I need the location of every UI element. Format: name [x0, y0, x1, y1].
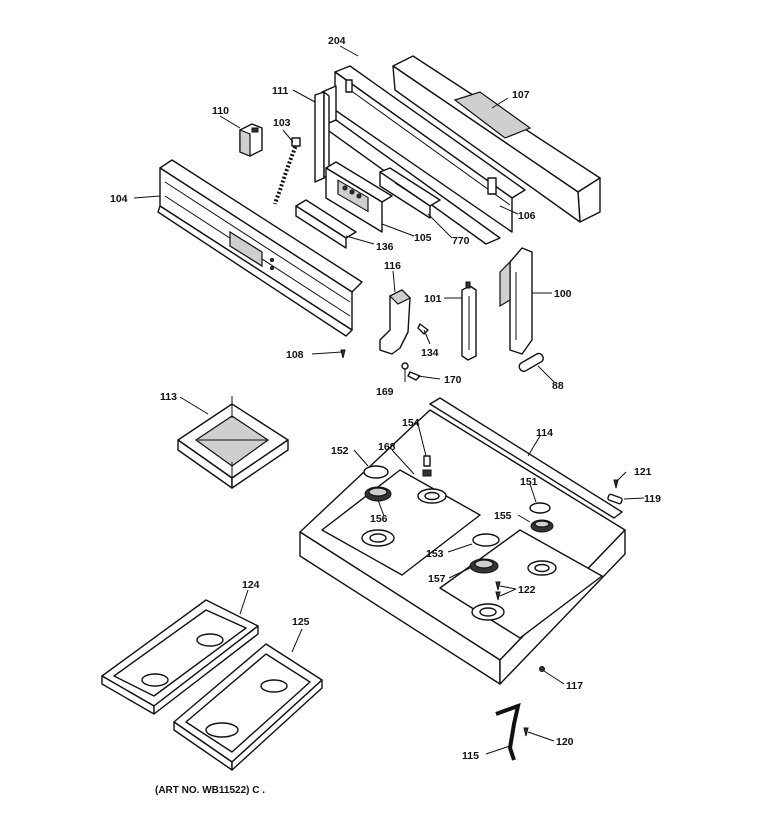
art-number: (ART NO. WB11522) C . [155, 785, 265, 796]
bracket-101 [461, 281, 477, 361]
bracket-100 [499, 247, 533, 355]
screw-121 [613, 479, 619, 489]
label-115: 115 [462, 750, 479, 762]
label-121: 121 [634, 466, 652, 478]
label-111: 111 [272, 85, 289, 97]
label-114: 114 [536, 427, 553, 439]
wire-harness-103 [273, 137, 301, 205]
label-106: 106 [518, 210, 536, 222]
label-110: 110 [212, 105, 229, 117]
burner-cap-153 [472, 533, 500, 547]
burner-cap-151 [529, 502, 551, 514]
cooktop-114 [299, 397, 626, 685]
screw-117 [539, 666, 545, 672]
label-113: 113 [160, 391, 177, 403]
label-101: 101 [424, 293, 442, 305]
label-168: 168 [378, 441, 396, 453]
label-155: 155 [494, 510, 512, 522]
label-770: 770 [452, 235, 470, 247]
screw-169 [401, 362, 409, 370]
label-125: 125 [292, 616, 310, 628]
screw-120 [523, 727, 529, 737]
label-104: 104 [110, 193, 128, 205]
label-122: 122 [518, 584, 536, 596]
label-107: 107 [512, 89, 530, 101]
label-136: 136 [376, 241, 394, 253]
leader-lines [133, 45, 645, 755]
end-cap-116 [379, 289, 412, 355]
screw-108 [340, 349, 346, 359]
spark-electrode-154 [422, 455, 432, 477]
label-124: 124 [242, 579, 260, 591]
label-108: 108 [286, 349, 304, 361]
electrodes-122 [495, 581, 501, 601]
clip-119 [607, 493, 623, 505]
bracket-115 [495, 702, 521, 761]
label-156: 156 [370, 513, 388, 525]
label-204: 204 [328, 35, 346, 47]
burner-grate-113 [177, 396, 289, 489]
label-154: 154 [402, 417, 420, 429]
label-116: 116 [384, 260, 401, 272]
label-120: 120 [556, 736, 574, 748]
burner-head-157 [469, 558, 499, 574]
drip-pan-124 [101, 599, 259, 715]
label-134: 134 [421, 347, 439, 359]
top-trim-107 [392, 55, 601, 223]
label-119: 119 [644, 493, 661, 505]
burner-cap-152 [363, 465, 389, 479]
drip-pan-125 [173, 643, 323, 771]
screw-170 [407, 371, 421, 381]
label-153: 153 [426, 548, 444, 560]
label-152: 152 [331, 445, 349, 457]
label-103: 103 [273, 117, 291, 129]
switch-110 [239, 123, 263, 157]
part-labels: 204 111 107 110 103 104 106 136 105 770 … [110, 35, 661, 762]
label-157: 157 [428, 573, 446, 585]
label-151: 151 [520, 476, 538, 488]
label-100: 100 [554, 288, 572, 300]
screw-134 [417, 323, 429, 335]
label-169: 169 [376, 386, 394, 398]
control-panel-104 [157, 159, 363, 337]
control-board-105 [325, 161, 393, 233]
label-88: 88 [552, 380, 564, 392]
overlay-770 [379, 167, 441, 219]
label-117: 117 [566, 680, 583, 692]
burner-head-155 [530, 519, 554, 533]
burner-head-156 [364, 486, 392, 502]
label-105: 105 [414, 232, 432, 244]
label-170: 170 [444, 374, 462, 386]
cord-88 [518, 352, 544, 373]
faceplate-136 [295, 199, 357, 249]
